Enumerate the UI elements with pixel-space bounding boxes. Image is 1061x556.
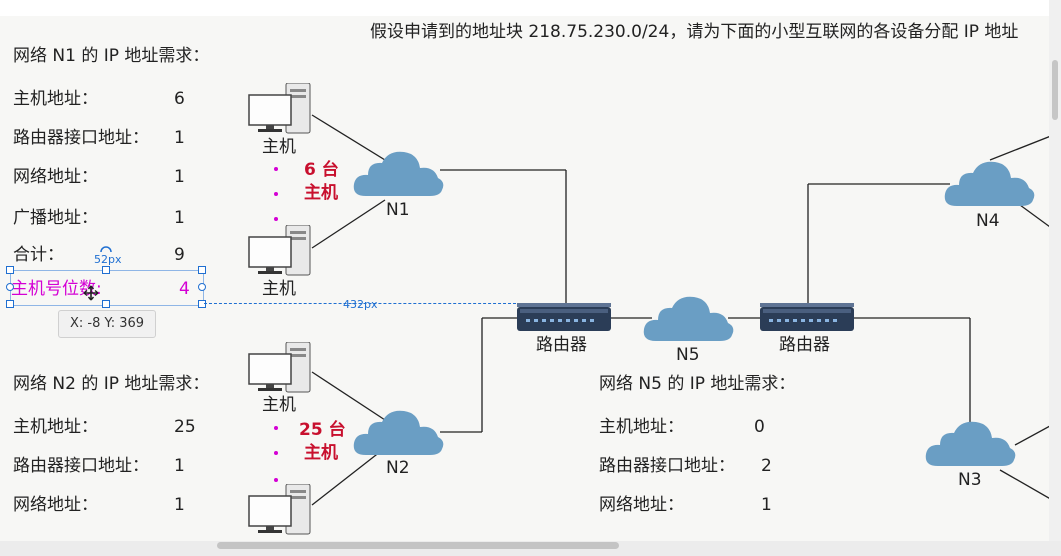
n5-row-value: 2 <box>761 456 772 476</box>
n1-row-label: 广播地址： <box>13 208 98 228</box>
n1-row-label: 合计： <box>13 245 64 265</box>
host-computer-icon <box>248 83 311 134</box>
n1-host-count: 6 台 <box>304 160 339 180</box>
n5-row-label: 网络地址： <box>599 495 684 515</box>
n2-row-value: 1 <box>174 456 185 476</box>
distance-readout: 432px <box>343 298 378 311</box>
router-icon <box>760 303 854 331</box>
n5-heading: 网络 N5 的 IP 地址需求： <box>599 374 796 394</box>
cloud-icon <box>353 151 444 196</box>
n2-host-unit: 主机 <box>304 443 338 463</box>
horizontal-scroll-thumb[interactable] <box>217 542 619 549</box>
width-readout: 52px <box>94 253 122 266</box>
host-label: 主机 <box>262 137 296 157</box>
n5-row-label: 路由器接口地址： <box>599 456 735 476</box>
n1-host-unit: 主机 <box>304 183 338 203</box>
resize-handle[interactable] <box>198 300 206 308</box>
network-diagram <box>311 114 1061 506</box>
host-computer-icon <box>248 484 311 535</box>
cloud-icon <box>353 410 444 455</box>
host-label: 主机 <box>262 395 296 415</box>
slide-title: 假设申请到的地址块 218.75.230.0/24，请为下面的小型互联网的各设备… <box>370 22 1019 42</box>
ellipsis-dot <box>274 478 278 482</box>
n1-row-value: 1 <box>174 208 185 228</box>
n2-row-label: 网络地址： <box>13 495 98 515</box>
n1-row-value: 1 <box>174 167 185 187</box>
router-label: 路由器 <box>536 335 587 355</box>
ellipsis-dot <box>274 451 278 455</box>
vertical-scrollbar[interactable] <box>1049 0 1061 541</box>
coords-tooltip: X: -8 Y: 369 <box>58 310 156 338</box>
resize-handle[interactable] <box>102 266 110 274</box>
n2-row-label: 路由器接口地址： <box>13 456 149 476</box>
cloud-label-n2: N2 <box>386 458 410 478</box>
ellipsis-dot <box>274 192 278 196</box>
n5-row-label: 主机地址： <box>599 417 684 437</box>
slide <box>0 16 1061 541</box>
router-label: 路由器 <box>779 335 830 355</box>
n1-row-label: 网络地址： <box>13 167 98 187</box>
resize-handle[interactable] <box>102 300 110 308</box>
host-computer-icon <box>248 225 311 276</box>
n5-row-value: 1 <box>761 495 772 515</box>
n1-row-label: 路由器接口地址： <box>13 128 149 148</box>
n5-row-value: 0 <box>754 417 765 437</box>
resize-handle[interactable] <box>6 283 14 291</box>
resize-handle[interactable] <box>6 266 14 274</box>
router-icon <box>517 303 611 331</box>
n2-host-count: 25 台 <box>299 420 346 440</box>
host-bits-label[interactable]: 主机号位数: <box>11 279 102 299</box>
cloud-label-n1: N1 <box>386 200 410 220</box>
ellipsis-dot <box>274 167 278 171</box>
host-bits-value[interactable]: 4 <box>179 279 190 299</box>
n1-row-value: 1 <box>174 128 185 148</box>
cloud-icon <box>925 421 1016 466</box>
resize-handle[interactable] <box>6 300 14 308</box>
ellipsis-dot <box>274 426 278 430</box>
n2-row-value: 1 <box>174 495 185 515</box>
n1-heading: 网络 N1 的 IP 地址需求： <box>13 46 210 66</box>
n1-row-value: 9 <box>174 245 185 265</box>
cloud-label-n3: N3 <box>958 470 982 490</box>
n1-row-label: 主机地址： <box>13 89 98 109</box>
cloud-icon <box>643 296 734 341</box>
distance-guide <box>204 303 516 304</box>
host-computer-icon <box>248 342 311 393</box>
n2-heading: 网络 N2 的 IP 地址需求： <box>13 374 210 394</box>
move-cursor-icon <box>83 285 99 301</box>
n2-row-value: 25 <box>174 417 196 437</box>
cloud-label-n5: N5 <box>676 345 700 365</box>
rotate-handle-icon[interactable] <box>98 240 114 254</box>
resize-handle[interactable] <box>198 266 206 274</box>
vertical-scroll-thumb[interactable] <box>1052 60 1058 120</box>
n1-row-value: 6 <box>174 89 185 109</box>
cloud-icon <box>944 161 1035 206</box>
ellipsis-dot <box>274 217 278 221</box>
n2-row-label: 主机地址： <box>13 417 98 437</box>
resize-handle[interactable] <box>198 283 206 291</box>
host-label: 主机 <box>262 279 296 299</box>
cloud-label-n4: N4 <box>976 211 1000 231</box>
